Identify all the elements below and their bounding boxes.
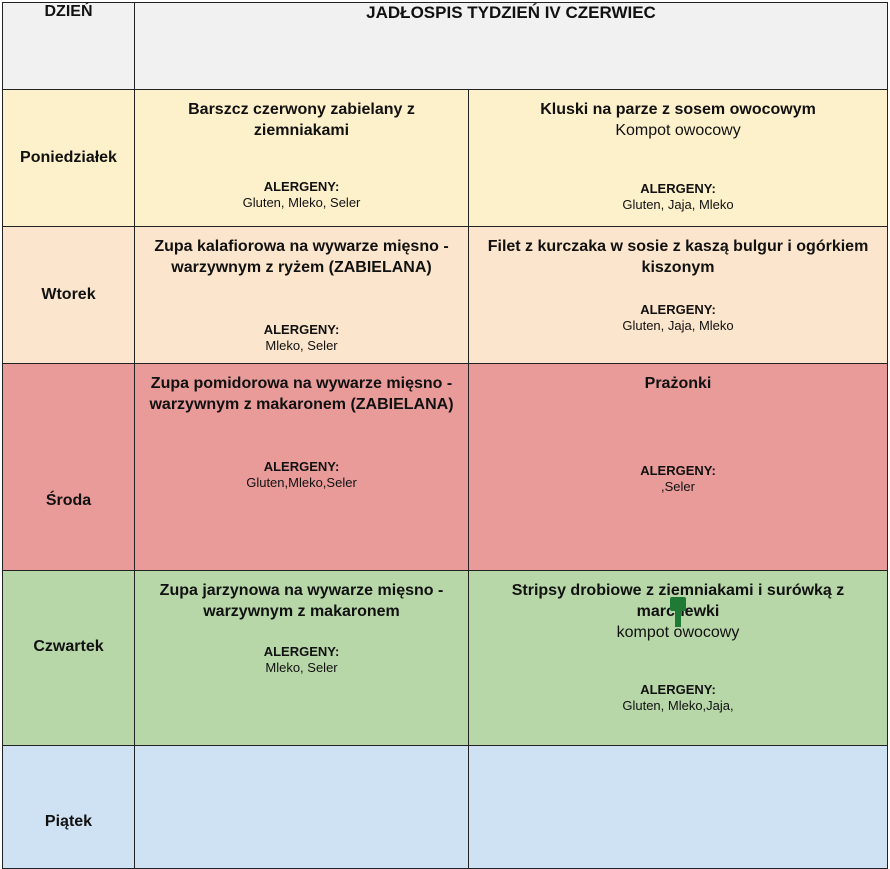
soup-allergens-monday: ALERGENY: Gluten, Mleko, Seler — [135, 178, 468, 211]
main-dish-tuesday: Filet z kurczaka w sosie z kaszą bulgur … — [487, 238, 869, 276]
header-row: DZIEŃ JADŁOSPIS TYDZIEŃ IV CZERWIEC — [2, 2, 889, 90]
main-dish-thursday: Stripsy drobiowe z ziemniakami i surówką… — [469, 571, 887, 644]
row-wednesday: Środa Zupa pomidorowa na wywarze mięsno … — [2, 363, 889, 571]
allergen-list: Mleko, Seler — [265, 660, 338, 675]
allergen-list: Gluten,Mleko,Seler — [246, 475, 357, 490]
main-dish-monday: Kluski na parze z sosem owocowym Kompot … — [469, 90, 887, 142]
main-cell-wednesday: Prażonki ALERGENY: ,Seler — [467, 363, 889, 571]
allergen-label: ALERGENY: — [640, 463, 716, 478]
allergen-label: ALERGENY: — [263, 322, 340, 337]
row-thursday: Czwartek Zupa jarzynowa na wywarze mięsn… — [2, 570, 889, 746]
day-column-header: DZIEŃ — [2, 2, 135, 90]
day-name-thursday: Czwartek — [2, 570, 135, 746]
soup-allergens-tuesday: ALERGENY: Mleko, Seler — [135, 321, 468, 354]
main-cell-tuesday: Filet z kurczaka w sosie z kaszą bulgur … — [467, 226, 889, 364]
allergen-label: ALERGENY: — [263, 644, 340, 659]
day-name-friday: Piątek — [2, 745, 135, 869]
allergen-label: ALERGENY: — [640, 302, 716, 317]
allergen-list: Gluten, Jaja, Mleko — [622, 318, 734, 333]
soup-allergens-wednesday: ALERGENY: Gluten,Mleko,Seler — [135, 458, 468, 491]
soup-cell-wednesday: Zupa pomidorowa na wywarze mięsno - warz… — [134, 363, 469, 571]
soup-dish-thursday: Zupa jarzynowa na wywarze mięsno - warzy… — [159, 582, 444, 620]
soup-dish-wednesday: Zupa pomidorowa na wywarze mięsno - warz… — [149, 375, 454, 413]
main-dish-wednesday: Prażonki — [644, 375, 712, 392]
soup-cell-thursday: Zupa jarzynowa na wywarze mięsno - warzy… — [134, 570, 469, 746]
row-friday: Piątek — [2, 745, 889, 869]
soup-cell-friday — [134, 745, 469, 869]
day-name-tuesday: Wtorek — [2, 226, 135, 364]
allergen-label: ALERGENY: — [640, 682, 716, 697]
main-dish-extra: Kompot owocowy — [615, 122, 741, 139]
allergen-list: Gluten, Mleko, Seler — [242, 195, 361, 210]
allergen-list: Gluten, Mleko,Jaja, — [622, 698, 734, 713]
main-cell-monday: Kluski na parze z sosem owocowym Kompot … — [467, 89, 889, 227]
soup-dish-monday: Barszcz czerwony zabielany z ziemniakami — [188, 101, 415, 139]
allergen-label: ALERGENY: — [640, 181, 716, 196]
main-allergens-thursday: ALERGENY: Gluten, Mleko,Jaja, — [469, 681, 887, 714]
main-cell-friday — [467, 745, 889, 869]
soup-allergens-thursday: ALERGENY: Mleko, Seler — [135, 643, 468, 676]
soup-cell-tuesday: Zupa kalafiorowa na wywarze mięsno - war… — [134, 226, 469, 364]
main-allergens-monday: ALERGENY: Gluten, Jaja, Mleko — [469, 180, 887, 213]
row-monday: Poniedziałek Barszcz czerwony zabielany … — [2, 89, 889, 227]
allergen-label: ALERGENY: — [263, 179, 340, 194]
main-allergens-tuesday: ALERGENY: Gluten, Jaja, Mleko — [469, 301, 887, 334]
main-dish-extra: kompot owocowy — [616, 624, 740, 641]
allergen-list: ,Seler — [661, 479, 695, 494]
day-name-wednesday: Środa — [2, 363, 135, 571]
allergen-list: Gluten, Jaja, Mleko — [622, 197, 734, 212]
comment-pin-icon[interactable] — [670, 597, 686, 627]
day-name-monday: Poniedziałek — [2, 89, 135, 227]
row-tuesday: Wtorek Zupa kalafiorowa na wywarze mięsn… — [2, 226, 889, 364]
allergen-list: Mleko, Seler — [265, 338, 338, 353]
main-cell-thursday: Stripsy drobiowe z ziemniakami i surówką… — [467, 570, 889, 746]
soup-cell-monday: Barszcz czerwony zabielany z ziemniakami… — [134, 89, 469, 227]
menu-title: JADŁOSPIS TYDZIEŃ IV CZERWIEC — [133, 2, 889, 90]
soup-dish-tuesday: Zupa kalafiorowa na wywarze mięsno - war… — [154, 238, 449, 276]
allergen-label: ALERGENY: — [263, 459, 340, 474]
main-dish-name: Kluski na parze z sosem owocowym — [540, 101, 816, 118]
main-allergens-wednesday: ALERGENY: ,Seler — [469, 462, 887, 495]
